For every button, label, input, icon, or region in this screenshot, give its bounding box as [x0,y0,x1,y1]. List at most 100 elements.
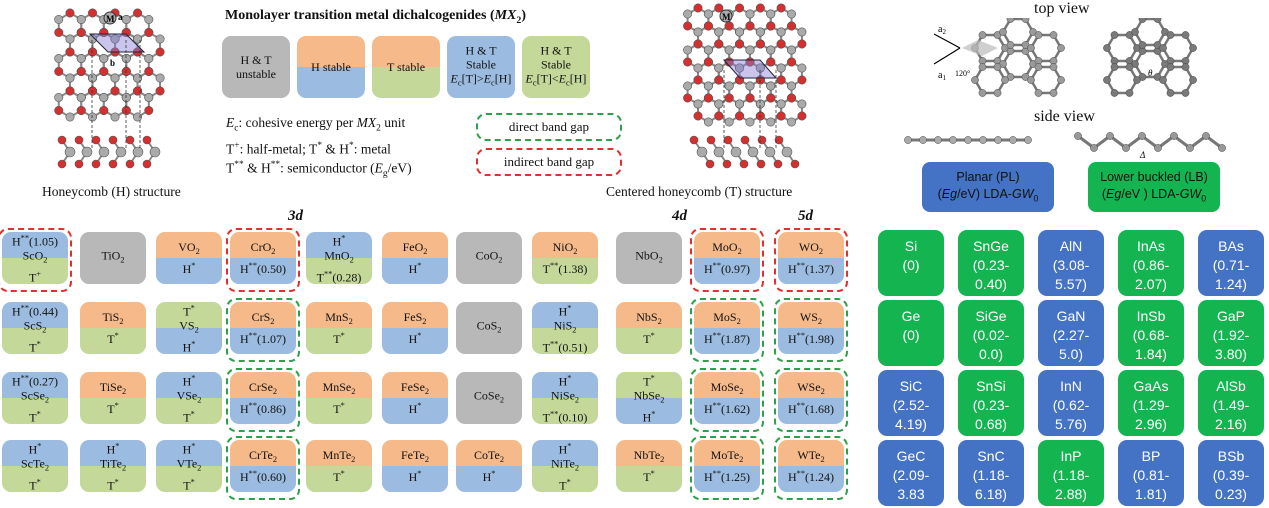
material-gap-end: 1.81) [1135,486,1167,502]
tmd-cell: CoSe2 [456,372,522,424]
legend-box-label: T stable [386,60,426,74]
tmd-cell-label: CoSe2 [473,388,505,405]
svg-text:M: M [722,12,731,22]
material-name: SnC [977,448,1005,464]
tmd-cell: NbO2 [616,232,682,284]
material-name: BP [1141,448,1161,464]
tmd-cell: TiO2 [80,232,146,284]
material-gap: (0.39- [1212,467,1250,483]
tmd-cell-label: NbO2 [635,248,663,265]
legend-box-label: H stable [311,60,351,74]
legend-box-2: H stable [297,36,365,98]
note-metal: T+: half-metal; T* & H*: metal [226,140,391,157]
direct-gap-frame [226,298,300,362]
material-gap: (0.81- [1132,467,1170,483]
material-gap-end: 4.19) [895,416,927,432]
material-name: Ge [901,308,921,324]
direct-gap-frame [226,436,300,500]
tmd-cell: CoS2 [456,302,522,354]
material-name: SnSi [976,378,1006,394]
material-gap: (0.68- [1132,327,1170,343]
material-cell: InN(0.62-5.76) [1038,370,1104,436]
delta-label: Δ [1139,150,1145,160]
material-gap-end: 3.80) [1215,346,1247,362]
material-gap: (1.49- [1212,397,1250,413]
side-view-lattice: Δ [904,132,1226,160]
material-name: BSb [1217,448,1245,464]
material-gap-end: 3.83 [897,486,925,502]
legend-notes: Ec: cohesive energy per MX2 unit T+: hal… [226,114,412,183]
material-gap-end: 0.0) [978,346,1004,362]
material-name: InN [1060,378,1082,394]
material-gap-end: 5.0) [1058,346,1084,362]
material-cell: GaAs (1.29- 2.96) [1118,370,1184,436]
top-view-label: top view [1034,0,1090,17]
material-gap-end: 0.68) [975,416,1007,432]
material-gap: (2.52- [892,397,930,413]
material-name: SnGe [973,238,1009,254]
material-gap: (0.86- [1132,257,1170,273]
note-cohesive: Ec: cohesive energy per MX2 unit [226,115,406,134]
material-gap-end: 2.96) [1135,416,1167,432]
page-title: Monolayer transition metal dichalcogenid… [225,8,526,26]
material-gap-end: 0.40) [975,276,1007,292]
material-gap: (2.27- [1052,327,1090,343]
material-name: AlN [1059,238,1083,254]
top-view-lattice: a2 a1 120° θ [933,18,1197,97]
material-gap: (0.71- [1212,257,1250,273]
material-cell: AlSb(1.49-2.16) [1198,370,1264,436]
material-gap: (1.29- [1132,397,1170,413]
header-5d: 5d [798,208,813,224]
material-gap: (0) [902,257,920,273]
indirect-gap-frame [774,228,848,292]
header-4d: 4d [672,208,687,224]
material-gap: (1.18- [1052,467,1090,483]
material-name: AlSb [1216,378,1246,394]
indirect-gap-frame [690,228,764,292]
material-name: GaAs [1133,378,1169,394]
material-gap-end: 6.18) [975,486,1007,502]
centered-honeycomb-structure-figure: M [683,3,807,169]
tmd-cell-label: TiO2 [101,248,125,265]
material-gap: (3.08- [1052,257,1090,273]
direct-gap-frame [774,298,848,362]
material-name: SiGe [975,308,1007,324]
